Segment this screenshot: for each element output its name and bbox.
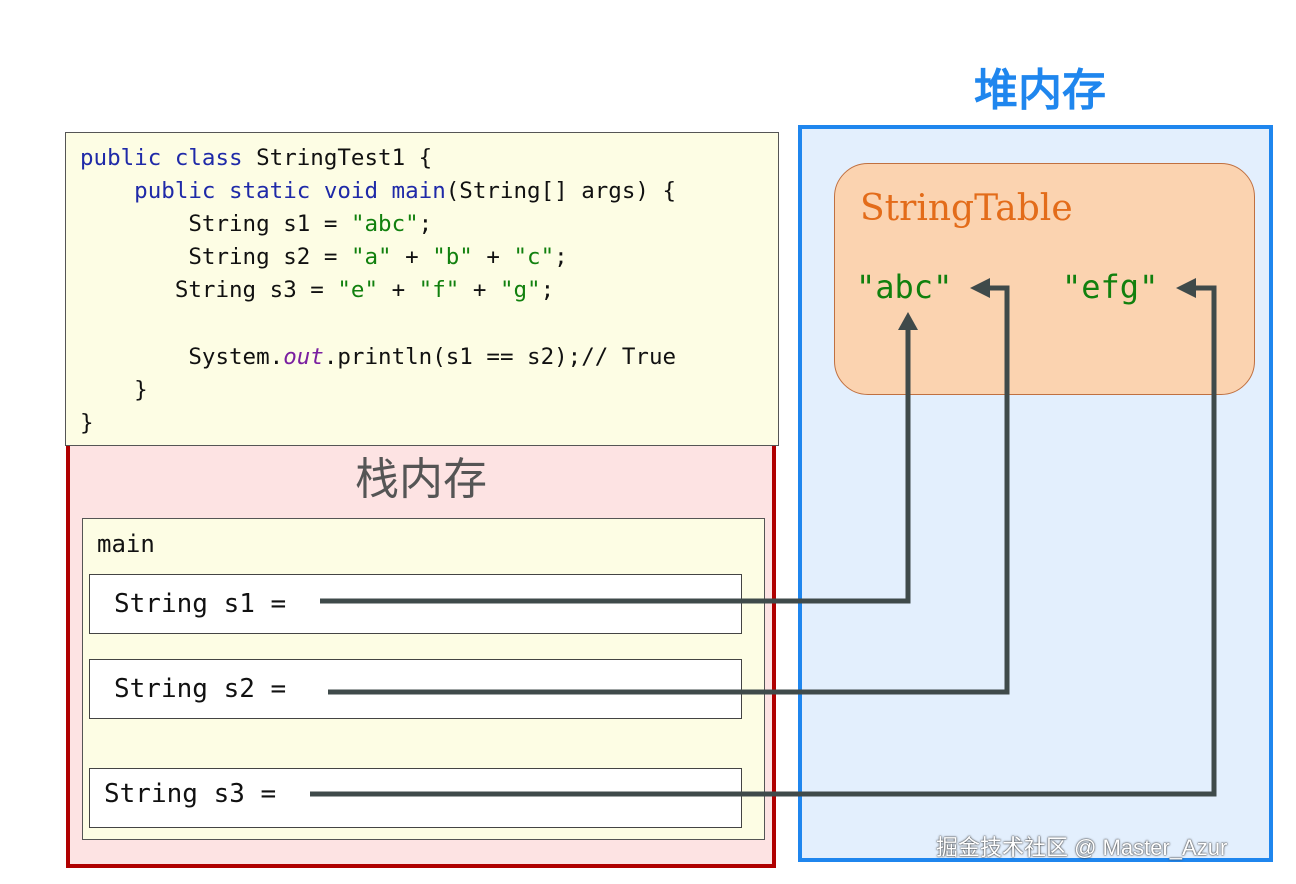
- main-frame-label: main: [97, 530, 155, 558]
- code-token: (String[] args) {: [445, 178, 677, 204]
- code-token: System.: [80, 344, 284, 370]
- code-line: String s3 = "e" + "f" + "g";: [80, 277, 554, 303]
- string-table-entry-efg: "efg": [1062, 268, 1159, 306]
- code-line: System.out.println(s1 == s2);// True: [80, 344, 676, 370]
- code-token: ;: [540, 277, 555, 303]
- stack-var-s2-label: String s2 =: [114, 674, 287, 704]
- code-token: ;: [554, 244, 568, 270]
- code-line: public static void main(String[] args) {: [80, 178, 676, 204]
- watermark-text: 掘金技术社区 @ Master_Azur: [936, 835, 1228, 860]
- code-token: +: [472, 244, 514, 270]
- code-line: }: [80, 377, 148, 403]
- code-token: StringTest1 {: [256, 145, 433, 171]
- string-table-entry-abc: "abc": [856, 268, 953, 306]
- code-token: +: [459, 277, 500, 303]
- code-token: "g": [499, 277, 541, 303]
- code-token: }: [80, 377, 148, 403]
- code-token: }: [80, 410, 94, 436]
- code-token: ;: [418, 211, 433, 237]
- code-token: "f": [418, 277, 460, 303]
- code-listing: public class StringTest1 { public static…: [65, 132, 779, 446]
- string-table-label: StringTable: [860, 188, 1073, 229]
- code-token: +: [378, 277, 419, 303]
- code-token: .println(s1 == s2);// True: [323, 344, 677, 370]
- code-token: "abc": [350, 211, 419, 237]
- code-token: "a": [350, 244, 392, 270]
- stack-var-s3-label: String s3 =: [104, 779, 277, 809]
- heap-memory-title: 堆内存: [974, 65, 1106, 116]
- code-token: public class: [80, 145, 257, 171]
- stack-memory-title: 栈内存: [355, 454, 487, 505]
- code-token: "c": [513, 244, 555, 270]
- code-line: public class StringTest1 {: [80, 145, 432, 171]
- code-token: public static void main: [80, 178, 446, 204]
- code-token: String s1 =: [80, 211, 351, 237]
- code-token: String s3 =: [80, 277, 338, 303]
- code-token: "e": [337, 277, 379, 303]
- code-token: String s2 =: [80, 244, 351, 270]
- stack-var-s1-label: String s1 =: [114, 589, 287, 619]
- code-line: }: [80, 410, 94, 436]
- code-token: out: [283, 344, 324, 370]
- code-line: String s2 = "a" + "b" + "c";: [80, 244, 568, 270]
- code-line: String s1 = "abc";: [80, 211, 432, 237]
- code-token: +: [391, 244, 433, 270]
- code-token: "b": [432, 244, 473, 270]
